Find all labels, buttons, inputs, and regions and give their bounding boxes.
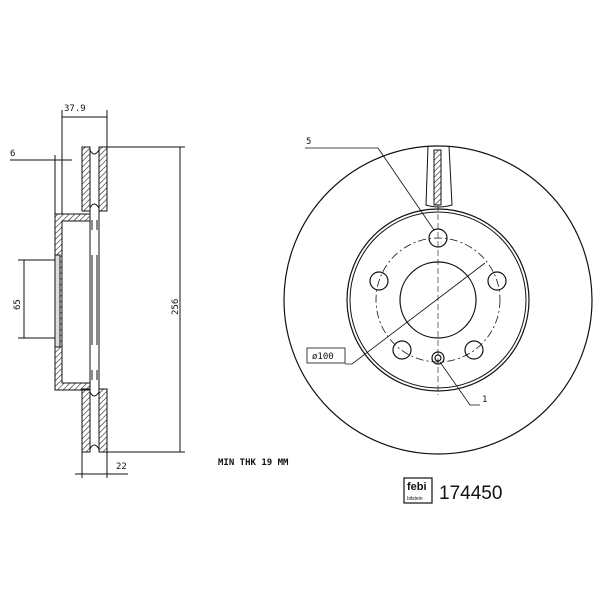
vent-section-cut [425,145,453,208]
side-section-view [10,110,185,478]
logo-subtext: bilstein [407,496,423,502]
pitch-circle-label: ø100 [312,352,334,362]
outer-rotor-upper-right [98,146,108,212]
min-thickness-note: MIN THK 19 MM [218,458,289,468]
center-bore-section [54,254,61,348]
outer-rotor-lower-left [81,388,91,453]
dim-center-bore-label: 65 [13,299,23,310]
febi-logo: febi bilstein [403,477,433,504]
dim-thickness-label: 22 [116,462,127,472]
pitch-circle-label-box [306,347,346,364]
part-number: 174450 [439,483,502,504]
outer-rotor-upper-left [81,146,91,212]
hat-section [54,213,91,391]
bolt-holes [369,228,507,365]
locating-hole-label: 1 [482,395,487,405]
logo-text: febi [407,481,427,493]
front-view [283,145,593,455]
dim-hat-thickness-label: 6 [10,149,15,159]
outer-rotor-lower-right [98,388,108,453]
dim-offset-label: 37.9 [64,104,86,114]
bolt-hole-count-label: 5 [306,137,311,147]
disc-outer-edge [283,145,593,455]
dim-outer-diameter-label: 256 [171,299,181,315]
